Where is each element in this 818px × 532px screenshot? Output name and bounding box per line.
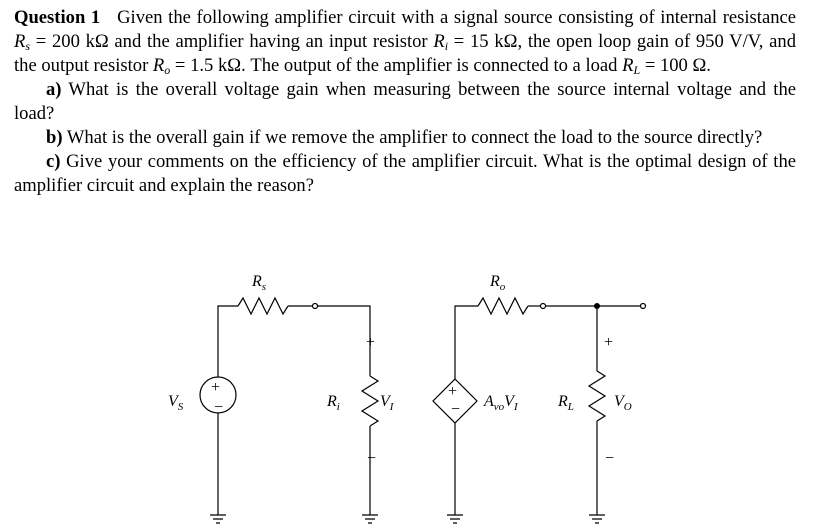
vs-minus-sign: − xyxy=(214,399,223,416)
ro-symbol: R xyxy=(152,55,165,76)
question-intro: Question 1 Given the following amplifier… xyxy=(14,6,796,78)
part-c-label: c) xyxy=(46,151,61,172)
part-b: b) What is the overall gain if we remove… xyxy=(14,126,796,150)
question-text: Question 1 Given the following amplifier… xyxy=(14,6,796,198)
rl-subscript: L xyxy=(633,63,641,77)
avo-label: AvoVI xyxy=(483,393,519,413)
intro-text-5: = 100 Ω. xyxy=(640,55,711,76)
rs-subscript: s xyxy=(25,39,31,53)
rl-symbol: R xyxy=(622,55,634,76)
ro-resistor xyxy=(477,296,529,316)
vs-top-wire xyxy=(217,305,238,377)
ri-resistor xyxy=(360,375,380,427)
rs-resistor xyxy=(237,296,289,316)
ground-icon xyxy=(447,514,463,524)
ro-subscript: o xyxy=(164,63,171,77)
ri-label: Ri xyxy=(326,393,340,413)
junction-dot xyxy=(594,303,600,309)
part-a-label: a) xyxy=(46,79,62,100)
part-b-label: b) xyxy=(46,127,63,148)
input-terminal-node xyxy=(311,302,319,310)
vs-label: VS xyxy=(168,393,184,413)
ri-subscript: i xyxy=(444,39,449,53)
part-c-text: Give your comments on the efficiency of … xyxy=(14,151,796,196)
part-c: c) Give your comments on the efficiency … xyxy=(14,150,796,198)
question-label: Question 1 xyxy=(14,7,101,28)
dep-source-plus-sign: + xyxy=(448,383,457,400)
ground-icon xyxy=(210,514,226,524)
intro-text-1: Given the following amplifier circuit wi… xyxy=(117,7,796,28)
vo-minus-sign: − xyxy=(605,450,614,467)
rs-label: Rs xyxy=(251,273,266,293)
vi-plus-sign: + xyxy=(366,334,375,351)
ro-terminal-node xyxy=(539,302,547,310)
vi-label: VI xyxy=(380,393,395,413)
ri-symbol: R xyxy=(433,31,445,52)
vs-plus-sign: + xyxy=(211,379,220,396)
rl-resistor xyxy=(587,370,607,422)
vi-minus-sign: − xyxy=(367,450,376,467)
vo-label: VO xyxy=(614,393,632,413)
ground-icon xyxy=(589,514,605,524)
rs-symbol: R xyxy=(14,31,26,52)
intro-text-3: = 15 kΩ, the open loop gain of 950 V/V, … xyxy=(14,31,796,76)
source-top-wire xyxy=(454,305,478,379)
part-a: a) What is the overall voltage gain when… xyxy=(14,78,796,126)
intro-text-2: = 200 kΩ and the amplifier having an inp… xyxy=(30,31,434,52)
part-b-text: What is the overall gain if we remove th… xyxy=(62,127,763,148)
ri-top-wire xyxy=(318,305,371,376)
part-a-text: What is the overall voltage gain when me… xyxy=(14,79,796,124)
intro-text-4: = 1.5 kΩ. The output of the amplifier is… xyxy=(170,55,623,76)
vo-plus-sign: + xyxy=(604,334,613,351)
ro-label: Ro xyxy=(489,273,506,293)
output-terminal-node xyxy=(639,302,647,310)
ground-icon xyxy=(362,514,378,524)
dep-source-minus-sign: − xyxy=(451,401,460,418)
amplifier-circuit-diagram: Rs Ro VS + − Ri VI + − + − AvoVI RL VO +… xyxy=(168,273,647,524)
rl-label: RL xyxy=(557,393,574,413)
